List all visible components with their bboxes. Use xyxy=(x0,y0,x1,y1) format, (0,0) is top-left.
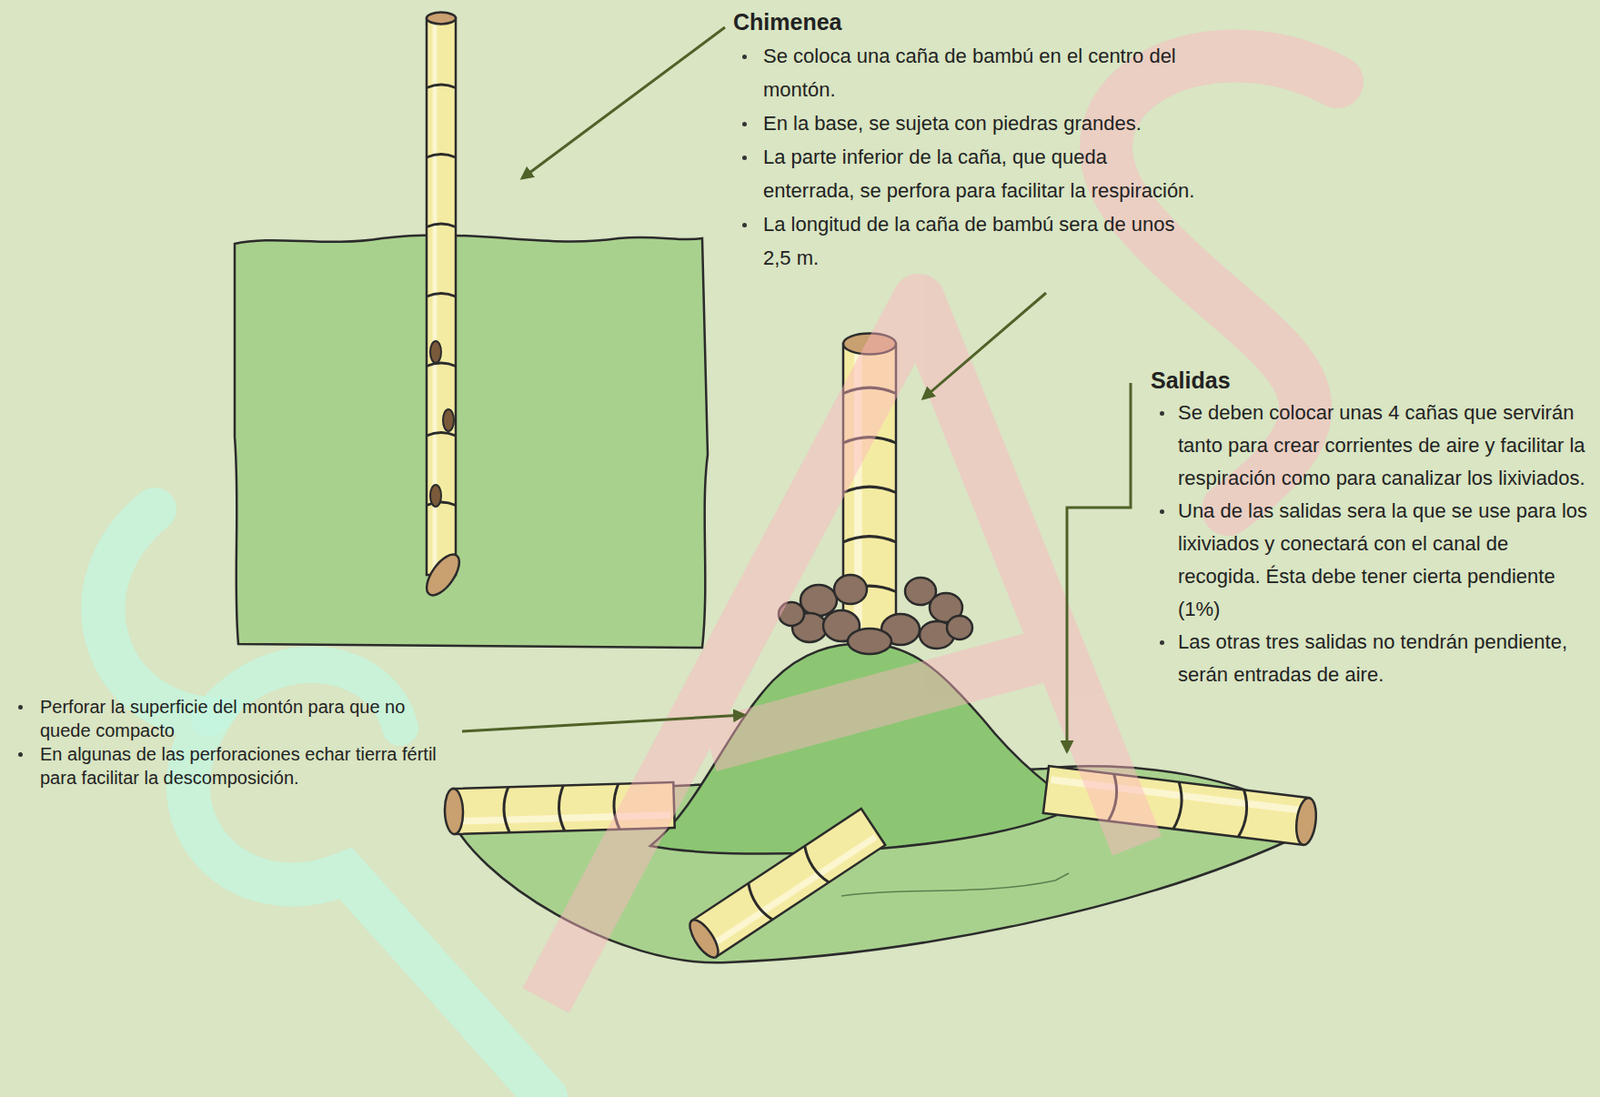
watermark-stroke xyxy=(545,300,1138,1001)
note-text: Una de las salidas sera la que se use pa… xyxy=(1177,494,1593,626)
cane-node xyxy=(503,786,510,833)
bullet xyxy=(1150,396,1178,430)
bamboo-cane xyxy=(426,12,456,575)
note-text: La longitud de la caña de bambú sera de … xyxy=(763,207,1202,275)
bullet-item: En la base, se sujeta con piedras grande… xyxy=(733,106,1225,141)
cane-node xyxy=(1237,789,1249,837)
cane-node xyxy=(426,432,456,436)
cane-node xyxy=(843,486,896,493)
cane-node xyxy=(558,785,565,832)
bullet-dot xyxy=(742,54,747,60)
cane-body xyxy=(426,18,456,575)
stone xyxy=(946,615,973,640)
bullet-item: La longitud de la caña de bambú sera de … xyxy=(733,207,1225,275)
bullet xyxy=(733,39,764,73)
leader-arrow xyxy=(462,714,745,732)
cane-end xyxy=(1294,796,1319,846)
cane-node xyxy=(800,845,829,886)
cane-node xyxy=(426,153,456,158)
cane-node xyxy=(426,84,456,89)
perforation xyxy=(430,341,442,363)
bullet-item: Perforar la superficie del montón para q… xyxy=(9,694,448,743)
bullet-dot xyxy=(742,155,747,161)
note-text: Se coloca una caña de bambú en el centro… xyxy=(763,39,1202,107)
bullet-item: Una de las salidas sera la que se use pa… xyxy=(1150,494,1595,626)
section-title: Salidas xyxy=(1150,363,1595,397)
note-text: Perforar la superficie del montón para q… xyxy=(40,694,448,743)
cane-node xyxy=(426,292,456,297)
leader-lines xyxy=(462,27,1131,752)
soil-section xyxy=(234,235,708,648)
note-text: Las otras tres salidas no tendrán pendie… xyxy=(1177,625,1593,692)
bullet-dot xyxy=(18,704,23,710)
bullet-dot xyxy=(742,121,747,127)
leader-arrow xyxy=(923,292,1047,399)
soil-block xyxy=(234,235,708,648)
chimney-notes: ChimeneaSe coloca una caña de bambú en e… xyxy=(733,5,1225,275)
watermark-stroke xyxy=(209,664,401,728)
note-text: En la base, se sujeta con piedras grande… xyxy=(763,106,1202,141)
bullet-item: La parte inferior de la caña, que queda … xyxy=(733,140,1225,208)
bullet-dot xyxy=(1159,509,1165,514)
bullet xyxy=(733,106,764,141)
note-text: En algunas de las perforaciones echar ti… xyxy=(40,742,448,790)
cane-cut-end xyxy=(420,549,465,601)
bullet xyxy=(9,742,41,766)
chimney-cane-detail xyxy=(420,12,465,602)
leader-arrow xyxy=(1066,382,1131,752)
bullet-dot xyxy=(1159,411,1165,416)
cane-body xyxy=(692,808,886,957)
leader-arrow xyxy=(522,27,725,179)
bamboo-cane xyxy=(684,808,886,962)
bullet-dot xyxy=(1159,640,1165,645)
leachate-channel xyxy=(841,873,1069,896)
outlet-notes: SalidasSe deben colocar unas 4 cañas que… xyxy=(1150,363,1595,692)
stone xyxy=(800,584,837,616)
bullet xyxy=(733,140,764,174)
cane-end xyxy=(426,12,456,25)
stone xyxy=(834,574,867,604)
cane-node xyxy=(1173,782,1185,830)
bullet xyxy=(9,694,41,719)
bullet-item: Las otras tres salidas no tendrán pendie… xyxy=(1150,625,1595,692)
bullet xyxy=(733,207,764,242)
bullet-item: En algunas de las perforaciones echar ti… xyxy=(9,742,448,790)
bullet-dot xyxy=(742,222,747,228)
bullet xyxy=(1150,494,1178,528)
pile-notes: Perforar la superficie del montón para q… xyxy=(9,694,448,790)
watermark-letters xyxy=(545,55,1338,1001)
cane-node xyxy=(843,536,896,543)
note-text: La parte inferior de la caña, que queda … xyxy=(763,140,1202,208)
cane-node xyxy=(426,223,456,228)
cane-node xyxy=(426,362,456,367)
stones xyxy=(778,574,973,655)
bullet xyxy=(1150,625,1178,659)
section-title: Chimenea xyxy=(733,5,1225,40)
cane-node xyxy=(744,883,773,923)
bullet-dot xyxy=(18,752,23,757)
cane-end xyxy=(684,915,724,963)
cane-end xyxy=(443,788,463,836)
cane-shine xyxy=(712,836,876,946)
note-text: Se deben colocar unas 4 cañas que servir… xyxy=(1177,396,1593,495)
bullet-item: Se coloca una caña de bambú en el centro… xyxy=(733,39,1225,107)
stone xyxy=(847,628,892,655)
bullet-item: Se deben colocar unas 4 cañas que servir… xyxy=(1150,396,1595,495)
perforation xyxy=(442,409,454,432)
perforation xyxy=(430,484,442,507)
